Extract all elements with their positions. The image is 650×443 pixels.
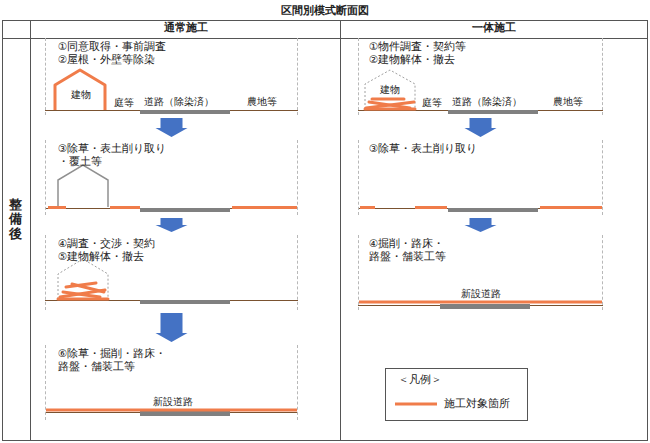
table-rule xyxy=(2,38,648,39)
flow-arrow xyxy=(465,118,497,137)
step-panel: ①同意取得・事前調査②屋根・外壁等除染建物庭等道路（除染済） 農地等 xyxy=(45,38,298,115)
scene-label: 道路（除染済） xyxy=(452,96,522,107)
scene-before xyxy=(45,70,298,114)
step-text: ④掘削・路床・ 路盤・舗装工等 xyxy=(369,237,451,262)
scene-demolition xyxy=(45,259,298,304)
scene-new-road-integrated xyxy=(358,302,603,309)
scene-demolition-integrated xyxy=(358,70,603,114)
legend-text: 施工対象箇所 xyxy=(444,397,510,410)
step-text: ⑤建物解体・撤去 xyxy=(58,250,144,263)
diagram-title: 区間別模式断面図 xyxy=(0,3,650,18)
table-frame xyxy=(3,21,648,441)
table-rule xyxy=(30,20,31,441)
scene-label: 建物 xyxy=(380,84,400,95)
scene-new-road xyxy=(45,410,298,416)
scene-topsoil-integrated xyxy=(358,208,603,213)
legend-frame xyxy=(386,369,528,421)
scene-label: 道路（除染済） xyxy=(144,96,214,107)
step-panel: ①物件調査・契約等②建物解体・撤去建物庭等道路（除染済） 農地等 xyxy=(358,38,603,115)
step-panel: ③除草・表土削り取り xyxy=(358,140,603,215)
scene-label: 農地等 xyxy=(553,96,583,107)
header-text: 通常施工 xyxy=(31,22,340,35)
scene-topsoil xyxy=(45,165,298,212)
step-text: ①同意取得・事前調査 xyxy=(58,40,166,53)
scene-label: 建物 xyxy=(71,89,91,100)
scene-label: 農地等 xyxy=(247,96,277,107)
step-panel: ④調査・交渉・契約⑤建物解体・撤去 xyxy=(45,235,298,310)
step-panel: ⑥除草・掘削・路床・ 路盤・舗装工等新設道路 xyxy=(45,345,298,420)
column-header: 一体施工 xyxy=(341,21,647,38)
step-text: ③除草・表土削り取り ・覆土等 xyxy=(58,142,172,167)
scene-label: 庭等 xyxy=(114,97,134,108)
step-panel: ④掘削・路床・ 路盤・舗装工等新設道路 xyxy=(358,235,603,310)
step-text: ②屋根・外壁等除染 xyxy=(58,53,155,66)
column-header: 通常施工 xyxy=(31,21,340,38)
step-text: ④調査・交渉・契約 xyxy=(58,237,155,250)
flow-arrow xyxy=(156,118,188,137)
step-text: ⑥除草・掘削・路床・ 路盤・舗装工等 xyxy=(58,347,170,372)
step-text: ①物件調査・契約等 xyxy=(369,40,466,53)
step-text: ③除草・表土削り取り xyxy=(369,142,477,155)
step-text: 新設道路 xyxy=(153,396,193,407)
scene-label: 庭等 xyxy=(422,97,442,108)
flow-arrow xyxy=(465,218,497,232)
flow-arrow xyxy=(156,218,188,232)
legend-heading: ＜凡例＞ xyxy=(398,373,442,386)
legend-swatch xyxy=(395,403,437,406)
step-text: 新設道路 xyxy=(461,288,501,299)
flow-arrow xyxy=(156,313,188,342)
step-panel: ③除草・表土削り取り ・覆土等 xyxy=(45,140,298,215)
header-text: 一体施工 xyxy=(341,22,647,35)
step-text: ②建物解体・撤去 xyxy=(369,53,455,66)
header-text: 整備後 xyxy=(9,198,22,241)
table-rule xyxy=(340,20,341,441)
row-header: 整備後 xyxy=(3,39,30,440)
